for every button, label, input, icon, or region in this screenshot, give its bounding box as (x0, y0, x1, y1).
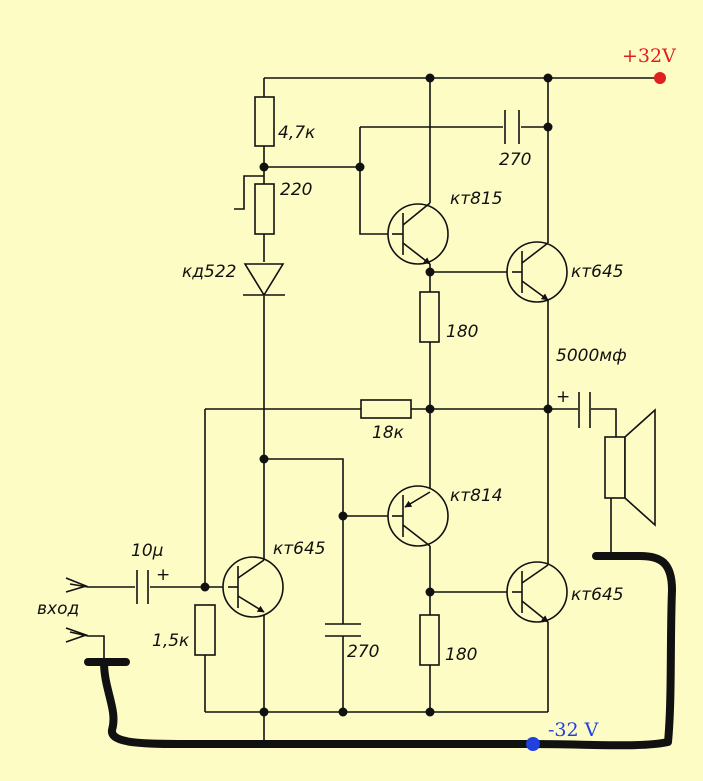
positive-rail-terminal[interactable] (654, 72, 666, 84)
label-r-220: 220 (280, 180, 312, 200)
label-plus-out: + (556, 387, 570, 407)
transistor-kt645-bottom (506, 561, 568, 623)
label-c-top: 270 (499, 150, 531, 170)
speaker (604, 408, 656, 527)
label-q-kt814: кт814 (450, 486, 503, 506)
label-q-kt645-input: кт645 (273, 539, 326, 559)
label-c-out: 5000мф (556, 346, 627, 366)
label-r-4k7: 4,7к (278, 123, 316, 143)
label-q-kt815: кт815 (450, 189, 503, 209)
label-r-180-top: 180 (446, 322, 478, 342)
label-q-kt645-top: кт645 (571, 262, 624, 282)
diode-kd522 (243, 263, 285, 297)
capacitor-270-top (504, 110, 520, 144)
label-r-1k5: 1,5к (152, 631, 190, 651)
resistor-18k (360, 399, 412, 419)
label-c-mid: 270 (347, 642, 379, 662)
input-arrow-icon (65, 577, 89, 593)
label-diode: кд522 (182, 262, 236, 282)
resistor-4k7 (254, 96, 275, 147)
label-input: вход (37, 599, 79, 619)
capacitor-270-mid (325, 623, 361, 637)
transistor-kt645-top (506, 241, 568, 303)
label-r-18k: 18к (372, 423, 405, 443)
transistor-kt814 (387, 485, 449, 547)
resistor-1k5 (194, 604, 216, 656)
resistor-180-top (419, 291, 440, 343)
capacitor-10u (136, 570, 149, 604)
label-q-kt645-bottom: кт645 (571, 585, 624, 605)
junction-dots (200, 73, 553, 717)
trimmer-220 (254, 183, 275, 235)
label-supply-positive: +32V (622, 45, 676, 67)
label-supply-negative: -32 V (548, 719, 599, 741)
label-r-180-bottom: 180 (445, 645, 477, 665)
negative-rail-terminal[interactable] (526, 737, 540, 751)
label-plus-in: + (156, 565, 170, 585)
label-c-in: 10µ (131, 541, 164, 561)
resistor-180-bottom (419, 614, 440, 666)
negative-rail-wire (84, 552, 676, 750)
transistor-kt645-input (222, 554, 284, 618)
capacitor-5000uf (578, 392, 591, 428)
transistor-kt815 (387, 202, 449, 265)
input-ground-arrow-icon (65, 627, 89, 643)
